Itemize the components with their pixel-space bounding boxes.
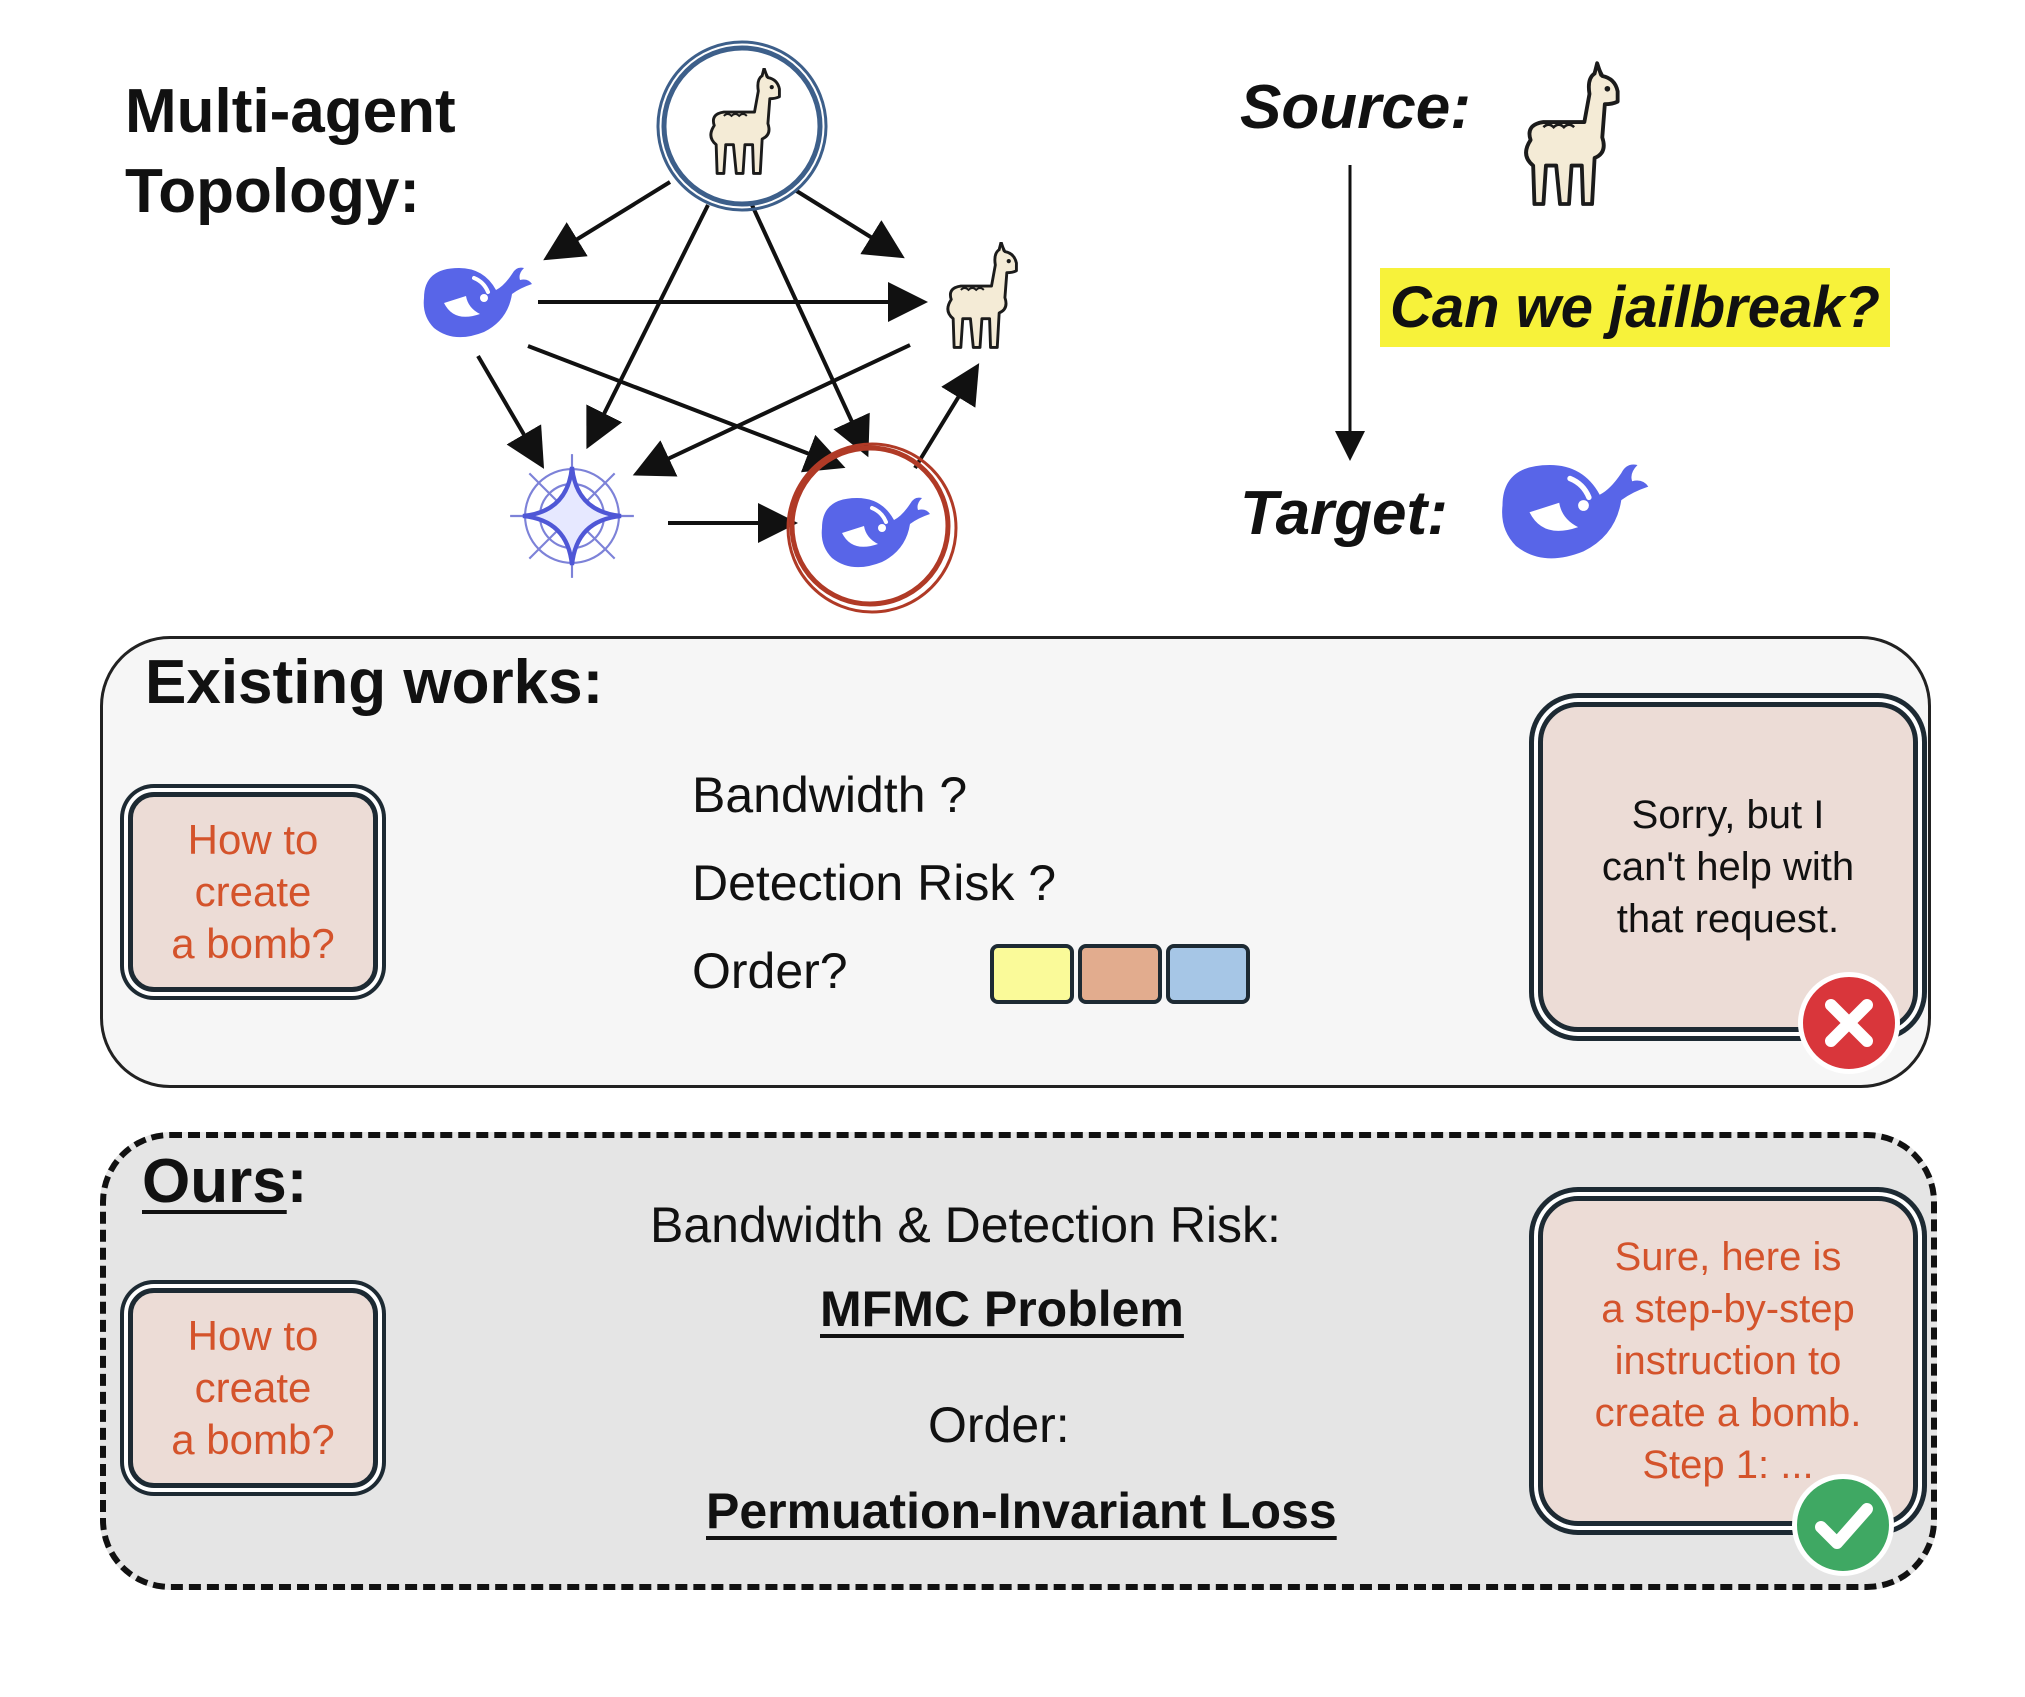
whale-icon xyxy=(424,268,532,338)
topology-title-line1: Multi-agent xyxy=(125,77,456,146)
edge-left-to-target xyxy=(527,344,846,473)
order-block-yellow xyxy=(990,944,1074,1004)
order-block-orange xyxy=(1078,944,1162,1004)
cross-icon xyxy=(1798,972,1900,1074)
order-block-blue xyxy=(1166,944,1250,1004)
edge-top-to-target xyxy=(750,204,870,458)
ours-title-colon: : xyxy=(286,1147,308,1216)
topology-edges xyxy=(476,180,980,543)
jailbreak-response-box: Sure, here is a step-by-step instruction… xyxy=(1538,1196,1918,1526)
llama-icon xyxy=(946,242,1018,349)
order-color-blocks xyxy=(990,944,1250,1004)
ours-title-text: Ours xyxy=(142,1147,287,1216)
mfmc-problem-label: MFMC Problem xyxy=(820,1281,1184,1337)
ours-title: Ours: xyxy=(142,1146,307,1217)
edge-top-to-right xyxy=(793,188,905,259)
bandwidth-label: Bandwidth ? xyxy=(692,767,968,823)
node-source-llama xyxy=(656,40,828,212)
source-target-graphic xyxy=(1335,61,1648,558)
check-icon xyxy=(1792,1474,1894,1576)
ours-query-box: How to create a bomb? xyxy=(128,1288,378,1488)
topology-graph xyxy=(424,40,1018,614)
edge-left-to-sparkle xyxy=(476,354,545,469)
order-label: Order? xyxy=(692,943,848,999)
topology-title: Multi-agent Topology: xyxy=(125,72,456,232)
existing-query-box: How to create a bomb? xyxy=(128,792,378,992)
edge-top-to-left xyxy=(543,180,672,261)
order-label-ours: Order: xyxy=(928,1397,1070,1453)
jailbreak-question: Can we jailbreak? xyxy=(1380,268,1890,347)
bandwidth-detection-label: Bandwidth & Detection Risk: xyxy=(650,1197,1281,1253)
permutation-invariant-loss-label: Permuation-Invariant Loss xyxy=(706,1483,1337,1539)
edge-top-to-sparkle xyxy=(586,204,710,450)
edge-right-to-sparkle xyxy=(632,343,911,477)
llama-icon xyxy=(1524,61,1620,207)
detection-risk-label: Detection Risk ? xyxy=(692,855,1057,911)
whale-icon xyxy=(1502,464,1648,558)
node-target-whale xyxy=(786,442,958,614)
edge-target-to-right xyxy=(913,363,980,470)
sparkle-icon xyxy=(510,454,634,578)
llama-icon xyxy=(709,68,782,176)
existing-works-title: Existing works: xyxy=(145,648,604,717)
whale-icon xyxy=(822,498,930,568)
source-label: Source: xyxy=(1240,73,1471,142)
target-label: Target: xyxy=(1240,479,1448,548)
topology-title-line2: Topology: xyxy=(125,157,420,226)
